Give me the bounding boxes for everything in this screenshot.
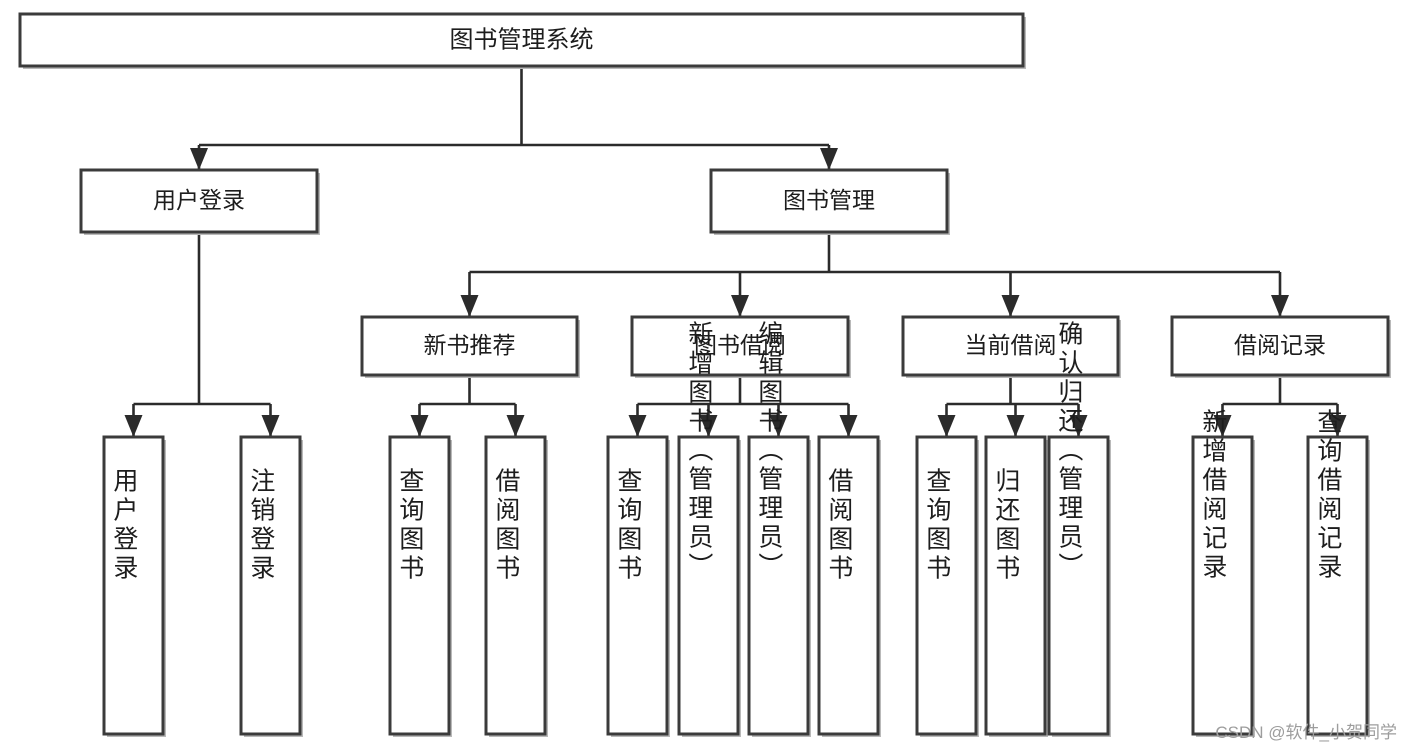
node-label: 借阅记录 (1234, 332, 1326, 358)
arrow-head-icon (410, 415, 429, 437)
leaf-node-leaf-query-book-cur[interactable]: 查询图书 (915, 435, 979, 737)
leaf-node-label: 查询图书 (396, 468, 425, 584)
arrow-head-icon (460, 295, 479, 317)
arrow-head-icon (1001, 295, 1020, 317)
level2-node-user-login[interactable]: 用户登录 (79, 168, 320, 235)
node-label: 用户登录 (153, 187, 245, 213)
leaf-node-leaf-borrow-book[interactable]: 借阅图书 (817, 435, 881, 737)
node-label: 图书管理 (783, 187, 875, 213)
arrow-head-icon (1069, 415, 1088, 437)
leaf-node-leaf-return-book[interactable]: 归还图书 (984, 435, 1048, 737)
arrow-head-icon (1213, 415, 1232, 437)
node-label: 当前借阅 (965, 332, 1057, 358)
root-node-book-management-system[interactable]: 图书管理系统 (18, 12, 1026, 69)
node-label: 图书管理系统 (450, 26, 594, 53)
arrow-head-icon (124, 415, 143, 437)
arrow-head-icon (1271, 295, 1289, 317)
arrow-head-icon (506, 415, 525, 437)
node-layer: 图书管理系统用户登录图书管理新书推荐图书借阅当前借阅借阅记录用户登录注销登录查询… (18, 12, 1391, 738)
leaf-node-label: 用户登录 (110, 468, 139, 584)
arrow-head-icon (820, 148, 838, 170)
level3-node-current-borrow[interactable]: 当前借阅 (901, 315, 1121, 378)
leaf-node-leaf-add-record[interactable]: 新增借阅记录 (1191, 409, 1255, 738)
leaf-node-label: 编辑图书（管理员） (755, 321, 784, 582)
leaf-node-label: 新增图书（管理员） (685, 321, 714, 582)
leaf-node-label: 注销登录 (247, 468, 276, 584)
leaf-node-label: 查询图书 (923, 468, 952, 584)
leaf-node-label: 查询图书 (614, 468, 643, 584)
leaf-node-leaf-borrow-book-rec[interactable]: 借阅图书 (484, 435, 548, 737)
leaf-node-label: 新增借阅记录 (1199, 409, 1228, 583)
leaf-node-leaf-edit-book[interactable]: 编辑图书（管理员） (747, 321, 811, 738)
leaf-node-leaf-logout[interactable]: 注销登录 (239, 435, 303, 737)
leaf-node-leaf-confirm-return[interactable]: 确认归还（管理员） (1047, 321, 1111, 738)
watermark: CSDN @软件_小贺同学 (1215, 723, 1397, 742)
arrow-head-icon (839, 415, 858, 437)
leaf-node-leaf-user-login[interactable]: 用户登录 (102, 435, 166, 737)
level3-node-borrow-record[interactable]: 借阅记录 (1170, 315, 1391, 378)
leaf-node-label: 借阅图书 (825, 468, 854, 584)
leaf-node-label: 查询借阅记录 (1314, 409, 1343, 583)
arrow-head-icon (699, 415, 718, 437)
arrow-head-icon (1006, 415, 1025, 437)
leaf-node-leaf-query-book[interactable]: 查询图书 (606, 435, 670, 737)
arrow-head-icon (261, 415, 280, 437)
level3-node-book-borrow[interactable]: 图书借阅 (630, 315, 851, 378)
leaf-node-label: 借阅图书 (492, 468, 521, 584)
arrow-head-icon (937, 415, 956, 437)
leaf-node-label: 确认归还（管理员） (1055, 321, 1084, 582)
level2-node-book-manage[interactable]: 图书管理 (709, 168, 950, 235)
leaf-node-leaf-query-book-rec[interactable]: 查询图书 (388, 435, 452, 737)
leaf-node-label: 归还图书 (992, 468, 1021, 584)
arrow-head-icon (1328, 415, 1347, 437)
level3-node-new-book-rec[interactable]: 新书推荐 (360, 315, 580, 378)
leaf-node-leaf-add-book[interactable]: 新增图书（管理员） (677, 321, 741, 738)
arrow-head-icon (190, 148, 208, 170)
connector-layer (124, 66, 1347, 437)
arrow-head-icon (731, 295, 749, 317)
arrow-head-icon (769, 415, 788, 437)
node-label: 新书推荐 (424, 332, 516, 358)
node-label: 图书借阅 (694, 332, 786, 358)
leaf-node-leaf-query-record[interactable]: 查询借阅记录 (1306, 409, 1370, 738)
arrow-head-icon (628, 415, 647, 437)
